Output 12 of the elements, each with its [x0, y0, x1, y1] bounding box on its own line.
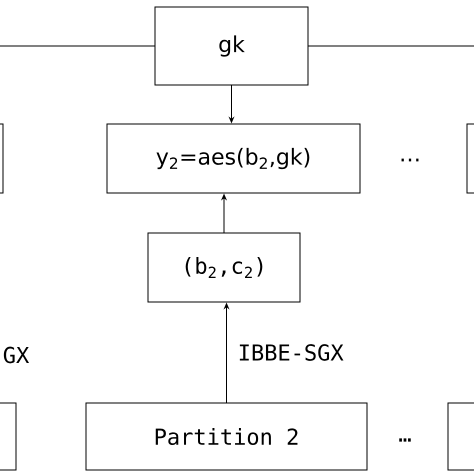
edge-label: IBBE-SGX — [240, 344, 344, 361]
process-box — [466, 124, 474, 194]
ellipsis: … — [402, 158, 418, 162]
process-box: y$_{2}$=aes(b$_{2}$,gk) — [106, 124, 360, 194]
ellipsis: … — [399, 438, 411, 442]
process-box: (b$_{2}$,c$_{2}$) — [148, 232, 300, 302]
process-box: gk — [154, 6, 308, 86]
process-box — [448, 402, 474, 470]
process-box — [0, 124, 4, 194]
process-box — [0, 402, 16, 470]
process-box: Partition 2 — [86, 402, 368, 470]
partial-label: GX — [4, 346, 30, 364]
